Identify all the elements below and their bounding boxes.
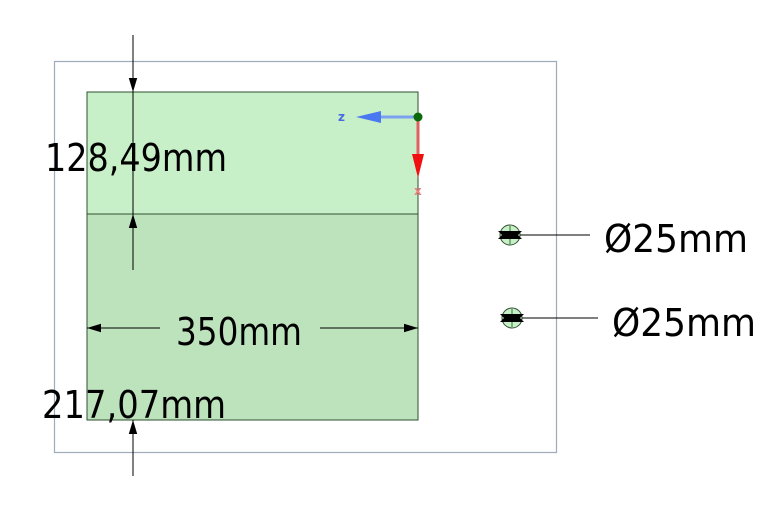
origin-point bbox=[413, 112, 423, 122]
hole-1-diameter-label: Ø25mm bbox=[604, 217, 748, 261]
dimension-bottom[interactable]: 217,07mm bbox=[42, 383, 226, 476]
dimension-top-label: 128,49mm bbox=[45, 136, 227, 180]
part-top-region[interactable] bbox=[86, 91, 419, 215]
part-bottom-region[interactable] bbox=[86, 213, 419, 421]
dimension-width[interactable]: 350mm bbox=[87, 310, 418, 354]
dimension-width-label: 350mm bbox=[176, 310, 302, 354]
hole-2[interactable]: Ø25mm bbox=[500, 301, 756, 345]
dimension-bottom-label: 217,07mm bbox=[42, 383, 226, 427]
axis-z-label: z bbox=[338, 110, 345, 124]
hole-1[interactable]: Ø25mm bbox=[498, 217, 748, 261]
dimension-top[interactable]: 128,49mm bbox=[45, 35, 227, 270]
axis-triad: z x bbox=[338, 110, 424, 198]
axis-x-label: x bbox=[414, 184, 422, 198]
sheet-frame bbox=[53, 60, 558, 454]
hole-2-diameter-label: Ø25mm bbox=[612, 301, 756, 345]
